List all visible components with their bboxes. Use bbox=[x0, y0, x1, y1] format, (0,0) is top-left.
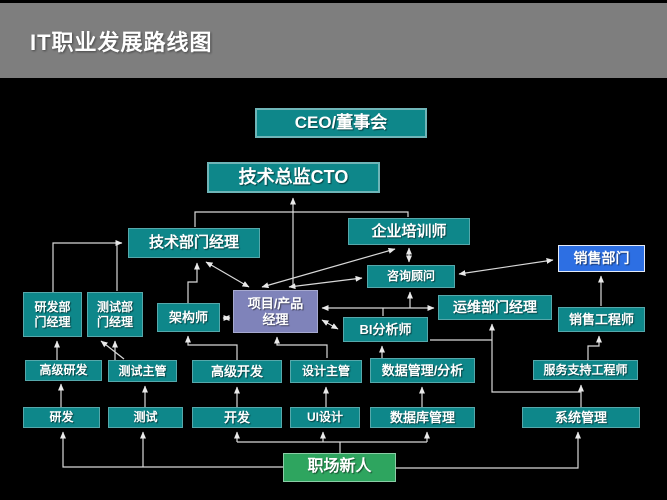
node-corporate-trainer: 企业培训师 bbox=[348, 218, 470, 245]
node-ops-dept-manager: 运维部门经理 bbox=[438, 295, 552, 320]
node-bi-analyst: BI分析师 bbox=[343, 317, 428, 342]
node-workplace-newcomer: 职场新人 bbox=[283, 453, 396, 482]
node-tech-dept-manager: 技术部门经理 bbox=[128, 228, 260, 258]
node-system-management: 系统管理 bbox=[522, 407, 640, 428]
slide-header: IT职业发展路线图 bbox=[0, 3, 667, 78]
node-data-management-analysis: 数据管理/分析 bbox=[370, 358, 475, 383]
node-test: 测试 bbox=[108, 407, 183, 428]
node-consultant: 咨询顾问 bbox=[367, 265, 455, 288]
node-design-lead: 设计主管 bbox=[290, 360, 362, 383]
node-developer: 开发 bbox=[192, 407, 282, 428]
node-rd: 研发 bbox=[23, 407, 100, 428]
node-project-product-manager: 项目/产品 经理 bbox=[233, 290, 318, 333]
node-database-management: 数据库管理 bbox=[370, 407, 475, 428]
node-ceo: CEO/董事会 bbox=[255, 108, 427, 138]
node-architect: 架构师 bbox=[157, 303, 220, 332]
node-rd-dept-manager: 研发部 门经理 bbox=[23, 292, 82, 337]
node-test-dept-manager: 测试部 门经理 bbox=[87, 292, 143, 337]
node-cto: 技术总监CTO bbox=[207, 162, 380, 193]
node-test-lead: 测试主管 bbox=[108, 360, 177, 382]
node-senior-rd: 高级研发 bbox=[25, 360, 102, 381]
node-service-support-engineer: 服务支持工程师 bbox=[533, 360, 638, 380]
node-sales-dept: 销售部门 bbox=[558, 245, 645, 272]
node-senior-developer: 高级开发 bbox=[192, 360, 282, 383]
node-sales-engineer: 销售工程师 bbox=[558, 307, 645, 332]
page-title: IT职业发展路线图 bbox=[30, 29, 213, 55]
node-ui-design: UI设计 bbox=[290, 407, 360, 428]
